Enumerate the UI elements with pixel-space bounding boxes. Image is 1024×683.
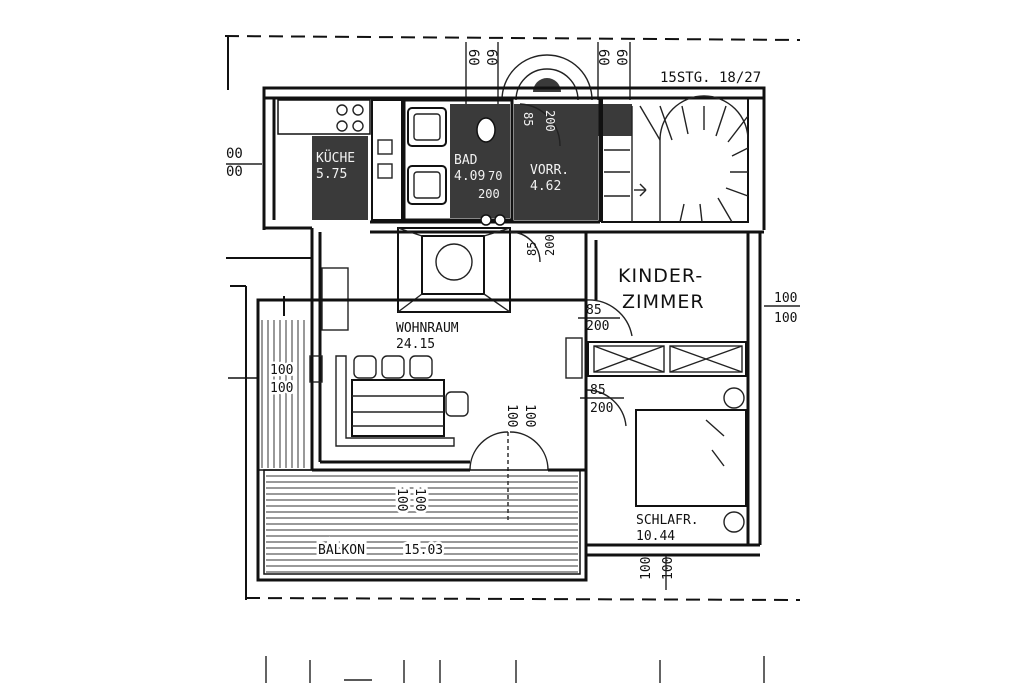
- bath-area: 4.09: [454, 169, 485, 184]
- kinder-door-dim-top: 85: [586, 303, 602, 318]
- left-dim-bottom: 00: [226, 164, 243, 180]
- hall-door-dim-a: 85: [521, 112, 535, 126]
- schlaf-door-dim-top: 85: [590, 383, 606, 398]
- kinder-door-dim-bottom: 200: [586, 319, 609, 334]
- staircase: [601, 95, 749, 223]
- top-reference-line: [224, 35, 801, 41]
- next-plan-marks: [265, 656, 765, 683]
- top-dim-60-d: 60: [613, 49, 629, 66]
- schlaf-door-dim-bottom: 200: [590, 401, 613, 416]
- top-dim-60-c: 60: [595, 49, 611, 66]
- hall-living-door-dim-b: 200: [543, 234, 557, 256]
- top-bay-window: [501, 54, 593, 101]
- hall-name: VORR.: [530, 163, 569, 178]
- balcony-planks: [261, 320, 578, 573]
- balcony-door-dim-d: 100: [412, 488, 427, 511]
- hall-living-door-dim-a: 85: [525, 242, 539, 256]
- balcony-door-dim-b: 100: [522, 404, 537, 427]
- bathroom: [402, 98, 514, 226]
- bath-door-bottom: 200: [478, 187, 500, 201]
- hall: [510, 98, 632, 222]
- balcony-window-dim-top: 100: [270, 363, 293, 378]
- hall-door-dim-b: 200: [543, 110, 557, 132]
- stair-label: 15STG. 18/27: [660, 70, 761, 86]
- hall-area: 4.62: [530, 179, 561, 194]
- kitchen: [277, 99, 403, 221]
- schlafzimmer: [635, 387, 747, 533]
- left-dim-top: 00: [226, 146, 243, 162]
- kitchen-area: 5.75: [316, 167, 347, 182]
- schlaf-name: SCHLAFR.: [636, 513, 699, 528]
- kinder-name-line1: KINDER-: [618, 265, 703, 287]
- top-dim-60-a: 60: [465, 49, 481, 66]
- kinder-name-line2: ZIMMER: [622, 291, 705, 313]
- kinderzimmer: [565, 337, 747, 379]
- kinder-window-dim-top: 100: [774, 291, 797, 306]
- kinder-window-dim-bottom: 100: [774, 311, 797, 326]
- balcony-window-dim-bottom: 100: [270, 381, 293, 396]
- schlaf-window-dim-b: 100: [661, 557, 676, 580]
- living-name: WOHNRAUM: [396, 321, 459, 336]
- bath-name: BAD: [454, 153, 478, 168]
- balcony-door-dim-a: 100: [504, 404, 519, 427]
- balcony-area: 15.03: [404, 543, 443, 558]
- living-area: 24.15: [396, 337, 435, 352]
- bottom-reference-line: [245, 597, 801, 601]
- balcony: [256, 298, 588, 582]
- schlaf-window-dim-a: 100: [639, 557, 654, 580]
- bath-door-top: 70: [488, 169, 502, 183]
- balcony-name: BALKON: [318, 543, 365, 558]
- top-dim-60-b: 60: [483, 49, 499, 66]
- schlaf-area: 10.44: [636, 529, 675, 544]
- kitchen-name: KÜCHE: [316, 149, 355, 166]
- living-room-furniture: [309, 227, 633, 520]
- balcony-door-dim-c: 100: [394, 488, 409, 511]
